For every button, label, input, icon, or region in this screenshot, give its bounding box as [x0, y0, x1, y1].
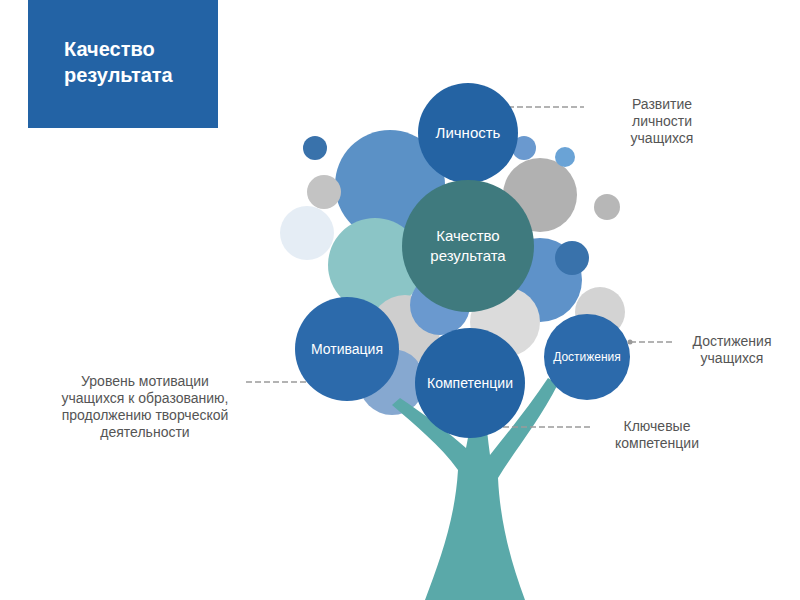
title-text: Качество результата [64, 36, 196, 88]
node-text: Достижения [553, 349, 621, 366]
circle-node: Компетенции [415, 328, 525, 438]
circle-node: Мотивация [295, 297, 399, 401]
node-text: Мотивация [311, 340, 383, 359]
callout-label: Развитие личности учащихся [612, 96, 712, 147]
callout-label: Достижения учащихся [676, 333, 788, 367]
title-box: Качество результата [28, 0, 218, 128]
circle-node: Достижения [544, 314, 630, 400]
node-text: Качество результата [418, 226, 518, 266]
node-text: Личность [436, 123, 501, 143]
callout-label: Уровень мотивации учащихся к образованию… [52, 373, 238, 441]
node-text: Компетенции [427, 374, 513, 393]
circle-node: Качество результата [402, 180, 534, 312]
callout-label: Ключевые компетенции [598, 418, 716, 452]
circle-node: Личность [418, 83, 518, 183]
